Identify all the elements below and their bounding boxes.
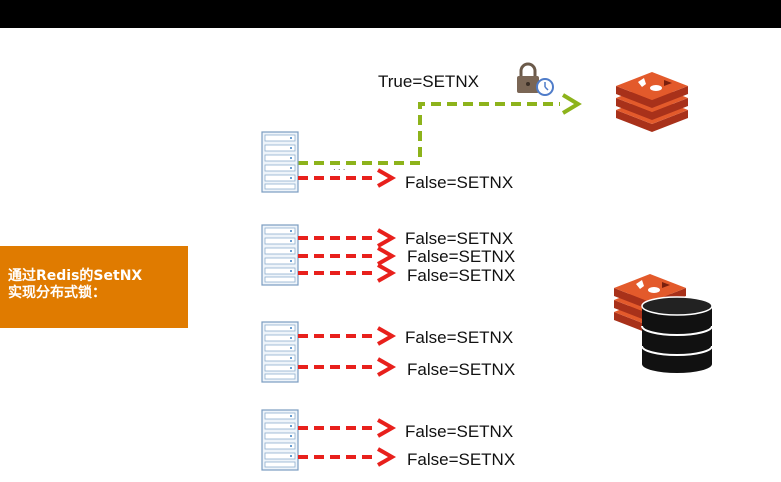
topic-title-line-1: 通过Redis的SetNX — [8, 268, 143, 284]
fail-label: False=SETNX — [405, 173, 513, 192]
success-arrowhead — [561, 93, 582, 115]
server-rack-icon — [261, 224, 299, 286]
server-rack-icon — [261, 321, 299, 383]
topic-label-box: 通过Redis的SetNX 实现分布式锁： — [0, 246, 188, 328]
fail-label: False=SETNX — [405, 422, 513, 441]
server-rack-icon — [261, 409, 299, 471]
database-icon — [641, 296, 713, 373]
server-rack-icon — [261, 131, 299, 193]
fail-label: False=SETNX — [405, 229, 513, 248]
redis-logo-icon — [616, 72, 688, 132]
topic-title-line-2: 实现分布式锁： — [8, 285, 106, 301]
fail-label: False=SETNX — [407, 247, 515, 266]
success-label: True=SETNX — [378, 72, 479, 91]
wait-dots: · · · — [333, 165, 345, 174]
top-black-bar — [0, 0, 781, 28]
fail-label: False=SETNX — [407, 450, 515, 469]
success-path — [298, 102, 560, 165]
fail-label: False=SETNX — [407, 266, 515, 285]
padlock-clock-icon — [517, 62, 554, 96]
fail-label: False=SETNX — [405, 328, 513, 347]
fail-label: False=SETNX — [407, 360, 515, 379]
